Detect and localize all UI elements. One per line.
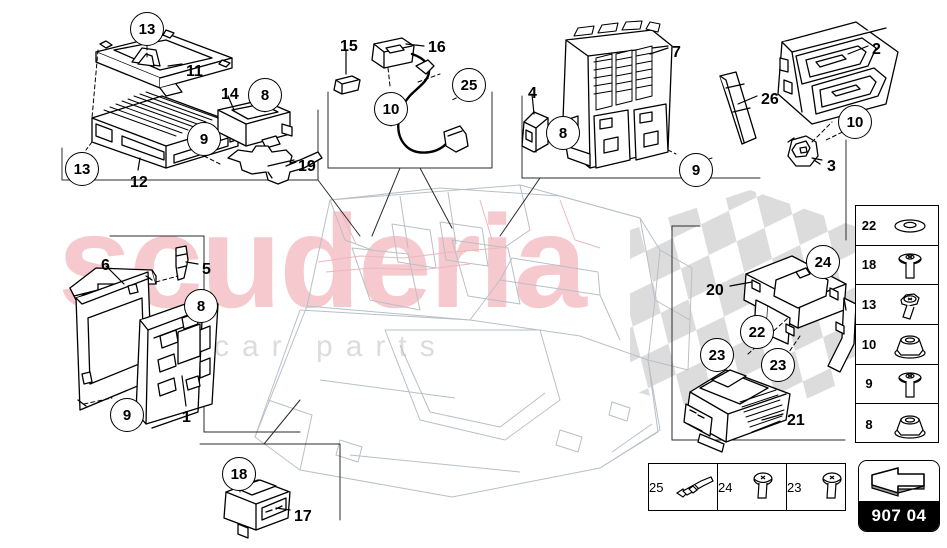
callout-10[interactable]: 10 xyxy=(374,92,408,126)
legend-row-9[interactable]: 9 xyxy=(856,365,938,405)
legend-number: 22 xyxy=(861,217,877,233)
callout-23[interactable]: 23 xyxy=(761,348,795,382)
flanged-screw-icon xyxy=(898,253,922,279)
callout-number: 23 xyxy=(769,356,787,374)
legend-icon-cell xyxy=(882,246,938,285)
part-label-26: 26 xyxy=(761,91,779,108)
round-head-screw-icon xyxy=(753,471,773,499)
watermark-tagline: car parts xyxy=(214,330,448,363)
callout-number: 23 xyxy=(708,346,726,364)
callout-9[interactable]: 9 xyxy=(679,153,713,187)
callout-10[interactable]: 10 xyxy=(838,105,872,139)
legend-number: 13 xyxy=(861,297,877,313)
flange-nut-icon xyxy=(894,335,926,359)
diagram-number-plate: 907 04 xyxy=(858,460,940,532)
legend-icon-cell xyxy=(740,469,786,506)
callout-number: 13 xyxy=(138,20,156,38)
legend-row-10[interactable]: 10 xyxy=(856,325,938,365)
part-label-21: 21 xyxy=(787,412,805,429)
part-label-16: 16 xyxy=(428,39,446,56)
callout-9[interactable]: 9 xyxy=(110,398,144,432)
legend-number: 18 xyxy=(861,257,877,273)
callout-number: 25 xyxy=(460,76,478,94)
part-label-3: 3 xyxy=(827,158,836,175)
callout-number: 9 xyxy=(122,406,132,424)
legend-icon-cell xyxy=(882,206,938,245)
legend-number: 23 xyxy=(787,479,802,495)
callout-number: 18 xyxy=(230,465,248,483)
callout-23[interactable]: 23 xyxy=(700,338,734,372)
part-label-14: 14 xyxy=(221,86,239,103)
callout-8[interactable]: 8 xyxy=(546,116,580,150)
part-label-4: 4 xyxy=(528,85,537,102)
callout-9[interactable]: 9 xyxy=(187,122,221,156)
callout-number: 8 xyxy=(558,124,568,142)
part-label-2: 2 xyxy=(872,41,881,58)
fastener-legend-vertical: 22 18 13 10 9 8 xyxy=(855,205,939,443)
callout-13[interactable]: 13 xyxy=(130,12,164,46)
part-label-15: 15 xyxy=(340,38,358,55)
washer-icon xyxy=(894,219,926,233)
legend-icon-cell xyxy=(882,404,938,444)
part-label-1: 1 xyxy=(182,409,191,426)
callout-8[interactable]: 8 xyxy=(184,289,218,323)
flanged-screw-icon xyxy=(898,372,922,398)
callout-number: 8 xyxy=(260,86,270,104)
hex-bolt-icon xyxy=(900,293,920,320)
callout-number: 10 xyxy=(846,113,864,131)
part-label-7: 7 xyxy=(672,44,681,61)
legend-icon-cell xyxy=(671,469,717,506)
callout-13[interactable]: 13 xyxy=(65,152,99,186)
part-label-11: 11 xyxy=(186,63,203,80)
legend-icon-cell xyxy=(882,325,938,364)
fastener-legend-horizontal: 25 24 23 xyxy=(648,463,846,511)
part-label-5: 5 xyxy=(202,261,211,278)
callout-18[interactable]: 18 xyxy=(222,457,256,491)
legend-number: 9 xyxy=(865,376,873,392)
part-label-20: 20 xyxy=(706,282,724,299)
legend-icon-cell xyxy=(809,469,855,506)
legend-number: 24 xyxy=(718,479,733,495)
legend-cell-25[interactable]: 25 xyxy=(649,464,718,510)
round-head-screw-icon xyxy=(822,471,842,499)
callout-24[interactable]: 24 xyxy=(806,245,840,279)
callout-number: 22 xyxy=(748,323,766,341)
legend-row-22[interactable]: 22 xyxy=(856,206,938,246)
callout-number: 8 xyxy=(196,297,206,315)
legend-cell-24[interactable]: 24 xyxy=(718,464,787,510)
callout-number: 10 xyxy=(382,100,400,118)
legend-number: 25 xyxy=(649,479,664,495)
callout-number: 9 xyxy=(199,130,209,148)
legend-row-8[interactable]: 8 xyxy=(856,404,938,444)
callout-number: 9 xyxy=(691,161,701,179)
flange-nut-icon xyxy=(894,415,926,439)
callout-number: 13 xyxy=(73,160,91,178)
legend-number: 10 xyxy=(861,336,877,352)
part-label-12: 12 xyxy=(130,174,148,191)
legend-cell-23[interactable]: 23 xyxy=(787,464,855,510)
diagram-part-number: 907 04 xyxy=(859,501,939,531)
legend-row-13[interactable]: 13 xyxy=(856,285,938,325)
arrow-logo-icon xyxy=(859,461,939,501)
callout-number: 24 xyxy=(814,253,832,271)
callout-22[interactable]: 22 xyxy=(740,315,774,349)
part-label-6: 6 xyxy=(101,257,110,274)
legend-number: 8 xyxy=(865,416,873,432)
legend-icon-cell xyxy=(882,285,938,324)
callout-25[interactable]: 25 xyxy=(452,68,486,102)
legend-icon-cell xyxy=(882,365,938,404)
part-label-17: 17 xyxy=(294,508,312,525)
part-label-19: 19 xyxy=(298,158,316,175)
legend-row-18[interactable]: 18 xyxy=(856,246,938,286)
cable-clip-icon xyxy=(675,475,714,498)
callout-8[interactable]: 8 xyxy=(248,78,282,112)
